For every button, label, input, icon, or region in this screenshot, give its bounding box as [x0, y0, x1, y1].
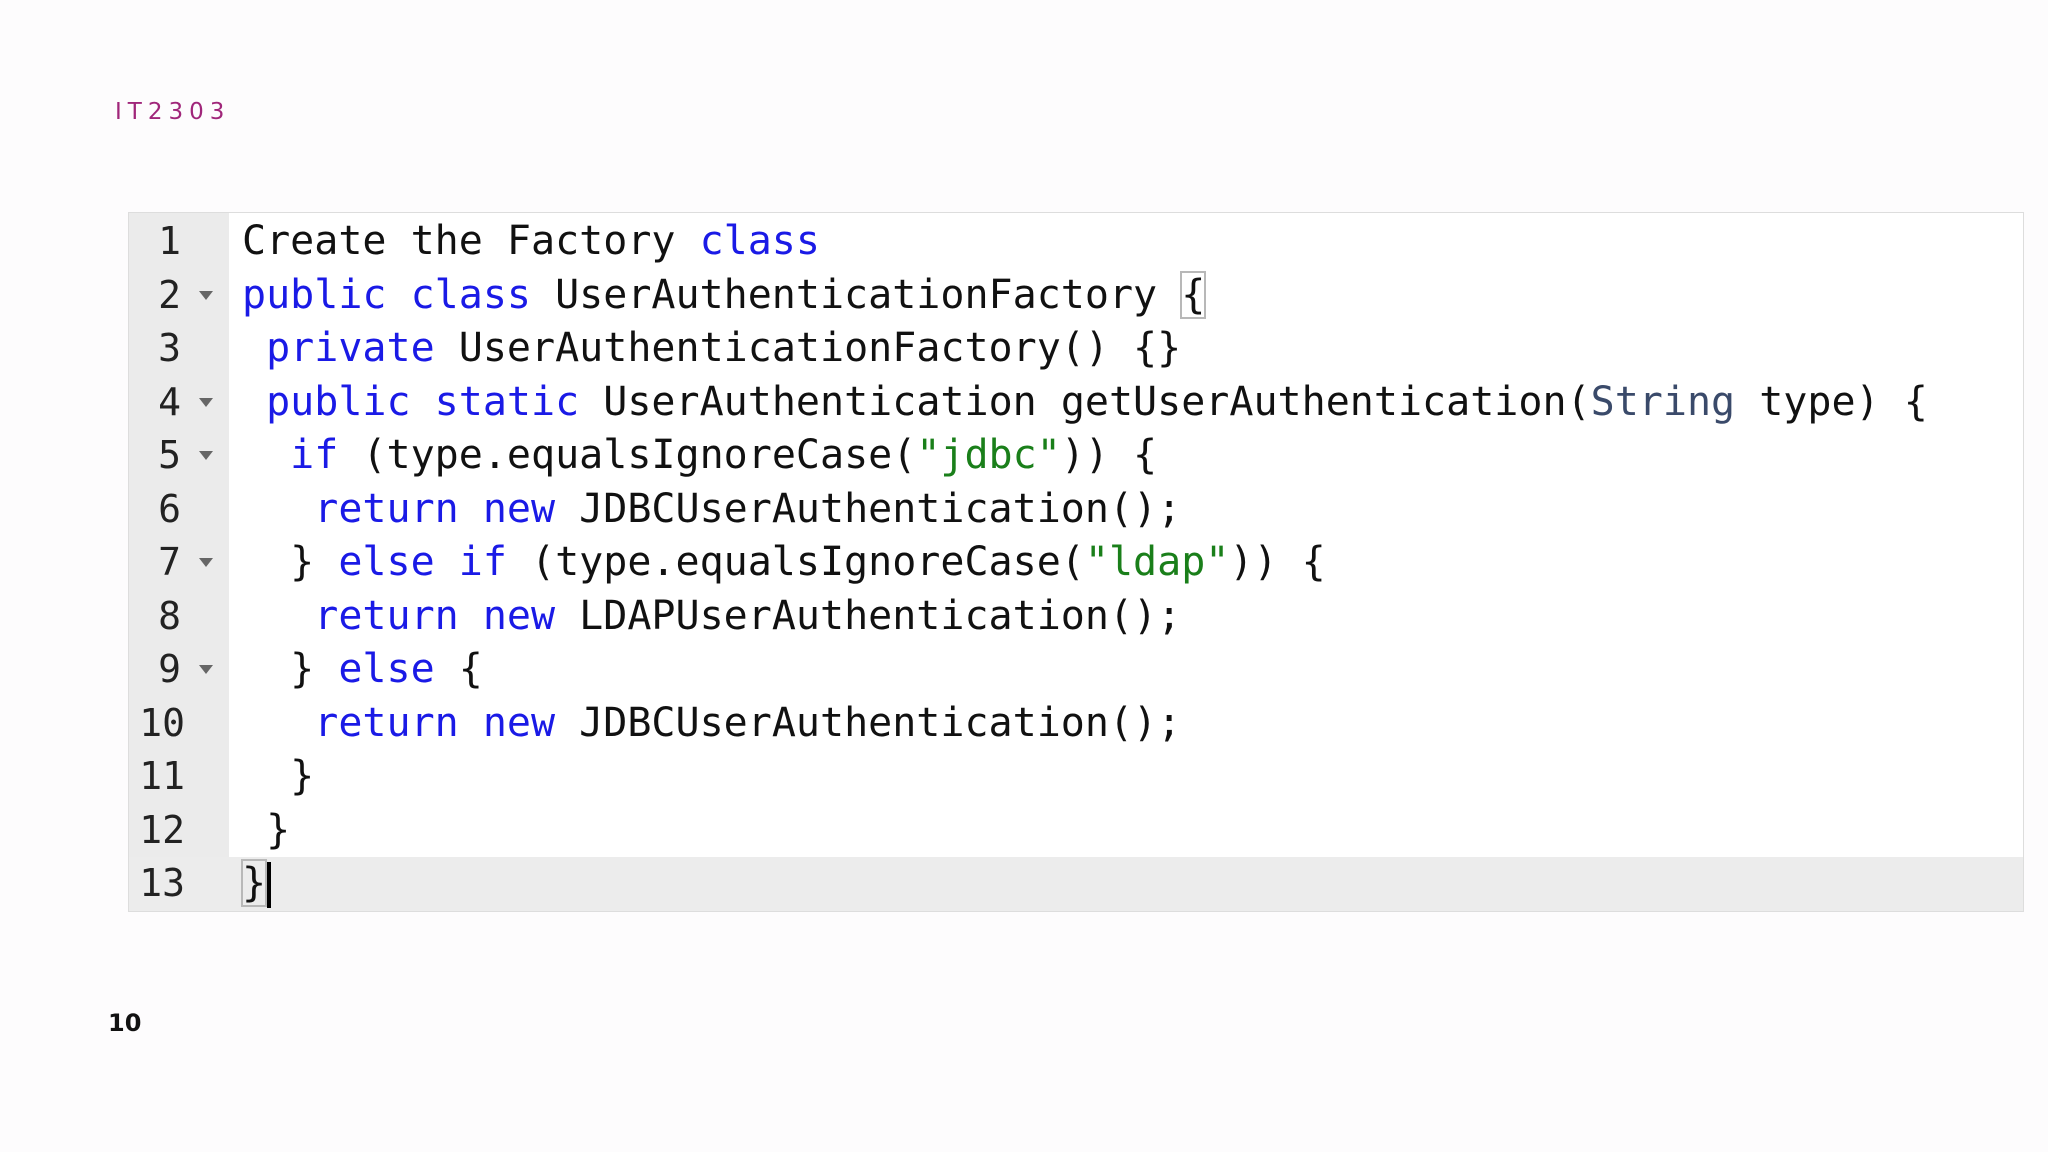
code-token: (type.equalsIgnoreCase( [338, 432, 917, 478]
code-token: UserAuthentication getUserAuthentication… [579, 378, 1591, 425]
code-token: (type.equalsIgnoreCase( [506, 539, 1085, 585]
code-editor[interactable]: 1 Create the Factory class 2 public class U… [128, 212, 2024, 912]
code-line[interactable]: 9 } else { [129, 643, 2023, 697]
string-token: "ldap" [1084, 539, 1230, 585]
line-number: 7 [129, 536, 229, 590]
line-number-label: 5 [158, 433, 181, 477]
line-number: 5 [129, 429, 229, 483]
code-text[interactable]: return new JDBCUserAuthentication(); [242, 483, 1181, 537]
slide-number: 10 [108, 1009, 142, 1037]
code-text[interactable]: if (type.equalsIgnoreCase("jdbc")) { [242, 429, 1157, 483]
code-token: JDBCUserAuthentication(); [555, 699, 1182, 746]
matched-bracket: } [240, 859, 268, 907]
line-number: 1 [129, 215, 229, 269]
line-number-label: 7 [158, 540, 181, 584]
line-number: 6 [129, 483, 229, 537]
code-line[interactable]: 5 if (type.equalsIgnoreCase("jdbc")) { [129, 429, 2023, 483]
code-token: )) { [1060, 432, 1158, 478]
line-number-label: 8 [158, 593, 181, 638]
keyword-token: public class [242, 271, 531, 318]
line-number: 9 [129, 643, 229, 697]
text-caret [267, 862, 272, 908]
code-text[interactable]: return new JDBCUserAuthentication(); [242, 697, 1181, 751]
line-number-label: 10 [139, 700, 185, 745]
code-token: type) { [1735, 378, 1928, 425]
keyword-token: class [699, 218, 820, 264]
line-number-label: 3 [158, 326, 181, 370]
line-number: 11 [129, 750, 229, 804]
string-token: "jdbc" [916, 432, 1061, 478]
keyword-token: if [290, 432, 339, 478]
code-token [242, 379, 266, 425]
keyword-token: else [338, 646, 435, 692]
code-line[interactable]: 3 private UserAuthenticationFactory() {} [129, 322, 2023, 376]
type-token: String [1590, 378, 1736, 425]
code-text[interactable]: } else { [242, 643, 483, 697]
code-token: } [242, 646, 339, 692]
code-line[interactable]: 1 Create the Factory class [129, 215, 2023, 269]
code-token: UserAuthenticationFactory [530, 271, 1182, 318]
matched-bracket: { [1180, 270, 1207, 319]
code-token [242, 593, 314, 639]
keyword-token: return new [314, 699, 556, 746]
code-line[interactable]: 8 return new LDAPUserAuthentication(); [129, 590, 2023, 644]
code-line[interactable]: 10 return new JDBCUserAuthentication(); [129, 697, 2023, 751]
code-text[interactable]: } [242, 750, 314, 804]
code-token [242, 700, 314, 746]
code-token: Create the Factory [242, 218, 700, 264]
code-text[interactable]: } [240, 857, 272, 911]
fold-arrow-icon[interactable] [199, 665, 213, 674]
code-text[interactable]: } [242, 804, 290, 858]
line-number-label: 12 [139, 807, 185, 852]
line-number-label: 1 [158, 219, 181, 263]
keyword-token: return new [314, 485, 556, 532]
line-number: 3 [129, 322, 229, 376]
keyword-token: return new [314, 592, 556, 639]
code-token [242, 486, 314, 532]
code-text[interactable]: public static UserAuthentication getUser… [242, 376, 1928, 430]
line-number: 8 [129, 590, 229, 644]
line-number: 2 [129, 269, 229, 323]
line-number-label: 9 [158, 647, 181, 691]
keyword-token: public static [266, 378, 580, 425]
line-number-label: 6 [158, 486, 181, 531]
code-line[interactable]: 6 return new JDBCUserAuthentication(); [129, 483, 2023, 537]
code-text[interactable]: } else if (type.equalsIgnoreCase("ldap")… [242, 536, 1326, 590]
code-token: LDAPUserAuthentication(); [555, 592, 1182, 639]
code-text[interactable]: private UserAuthenticationFactory() {} [242, 322, 1181, 376]
code-token: } [242, 753, 315, 799]
code-token: { [434, 646, 483, 692]
line-number: 4 [129, 376, 229, 430]
line-number-label: 11 [139, 754, 185, 798]
code-line[interactable]: 11 } [129, 750, 2023, 804]
code-token: )) { [1229, 539, 1326, 585]
fold-arrow-icon[interactable] [199, 290, 213, 300]
line-number: 12 [129, 804, 229, 858]
course-code: IT2303 [115, 99, 231, 125]
line-number-label: 2 [158, 272, 181, 317]
fold-arrow-icon[interactable] [199, 451, 213, 460]
fold-arrow-icon[interactable] [199, 558, 213, 567]
code-token: } [242, 806, 291, 853]
code-text[interactable]: Create the Factory class [242, 215, 820, 269]
code-line[interactable]: 13} [129, 857, 2023, 911]
line-number-label: 13 [139, 861, 185, 905]
fold-arrow-icon[interactable] [199, 397, 213, 407]
line-number-label: 4 [158, 379, 181, 424]
line-number: 13 [129, 857, 229, 911]
line-number: 10 [129, 697, 229, 751]
keyword-token: else if [338, 539, 507, 585]
code-line[interactable]: 2 public class UserAuthenticationFactory … [129, 269, 2023, 323]
code-token: UserAuthenticationFactory() {} [434, 325, 1182, 371]
code-token [242, 325, 266, 371]
code-line[interactable]: 4 public static UserAuthentication getUs… [129, 376, 2023, 430]
code-text[interactable]: return new LDAPUserAuthentication(); [242, 590, 1181, 644]
code-token: JDBCUserAuthentication(); [555, 485, 1182, 532]
keyword-token: private [266, 325, 435, 371]
code-line[interactable]: 12 } [129, 804, 2023, 858]
code-token: } [242, 539, 339, 585]
code-token [242, 432, 290, 478]
code-text[interactable]: public class UserAuthenticationFactory { [242, 269, 1207, 323]
code-line[interactable]: 7 } else if (type.equalsIgnoreCase("ldap… [129, 536, 2023, 590]
